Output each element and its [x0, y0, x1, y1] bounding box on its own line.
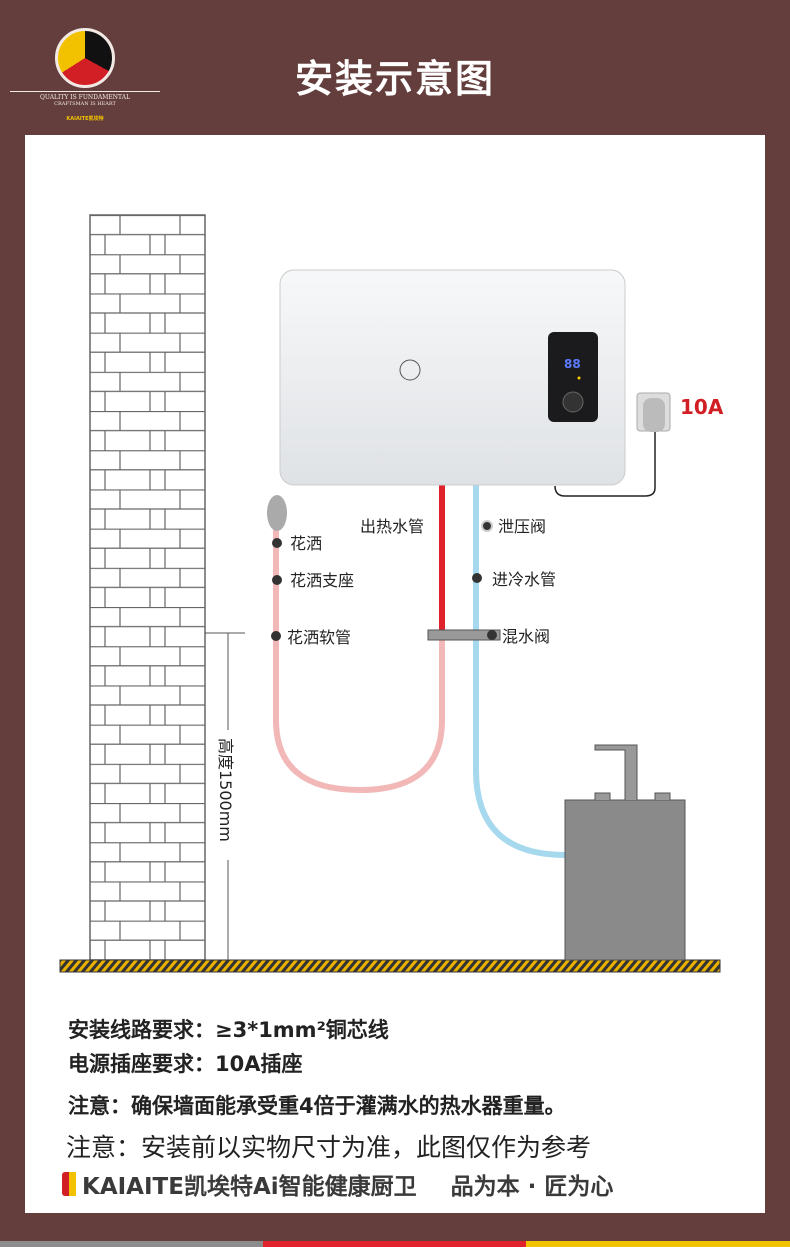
- page-title: 安装示意图: [294, 57, 495, 101]
- footer-brand: KAIAITE凯埃特Ai智能健康厨卫 品为本 · 匠为心: [62, 1167, 613, 1201]
- floor: [59, 959, 721, 973]
- power-plug: [643, 398, 665, 432]
- label-hot-outlet: 出热水管: [360, 517, 424, 536]
- logo-tagline-2: CRAFTSMAN IS HEART: [54, 101, 116, 107]
- heater-logo-icon: [399, 359, 421, 381]
- footer-bar-red: [263, 1241, 526, 1247]
- dot-mixing-valve: [487, 630, 497, 640]
- height-marker: [205, 632, 245, 960]
- control-panel: [548, 332, 598, 422]
- footer-bar-gray: [0, 1241, 263, 1247]
- socket-requirement: 电源插座要求：10A插座: [68, 1052, 303, 1076]
- shower-head: [267, 495, 287, 531]
- footer-bar-yellow: [526, 1241, 790, 1247]
- label-shower-holder: 花洒支座: [290, 571, 354, 590]
- logo-brand: KAIAITE凯埃特: [66, 116, 104, 122]
- dot-shower-head: [272, 538, 282, 548]
- dot-shower-holder: [272, 575, 282, 585]
- wall-load-note: 注意：确保墙面能承受重4倍于灌满水的热水器重量。: [68, 1094, 566, 1118]
- faucet: [594, 744, 671, 800]
- plug-rating: 10A: [680, 395, 724, 419]
- brand-slogan: 品为本 · 匠为心: [450, 1174, 614, 1200]
- dot-shower-hose: [271, 631, 281, 641]
- brand-name: KAIAITE凯埃特Ai智能健康厨卫: [82, 1174, 417, 1200]
- cold-water-pipe: [473, 485, 566, 858]
- logo-tagline-1: QUALITY IS FUNDAMENTAL: [10, 91, 160, 101]
- label-shower-head: 花洒: [290, 534, 322, 553]
- shower-hose: [273, 530, 445, 794]
- logo-seal-icon: [55, 28, 115, 88]
- label-cold-inlet: 进冷水管: [492, 570, 556, 589]
- water-heater: [279, 269, 626, 486]
- control-knob[interactable]: [562, 391, 584, 413]
- brick-wall: [89, 214, 206, 961]
- power-cord: [554, 432, 656, 497]
- reference-note: 注意：安装前以实物尺寸为准，此图仅作为参考: [66, 1133, 592, 1162]
- label-relief-valve: 泄压阀: [498, 517, 546, 536]
- temperature-display: 88: [564, 357, 581, 371]
- dot-cold-inlet: [472, 573, 482, 583]
- label-shower-hose: 花洒软管: [287, 628, 351, 647]
- label-mixing-valve: 混水阀: [502, 627, 550, 646]
- sink-cabinet: [564, 799, 686, 961]
- height-label: 高度1500mm: [216, 738, 235, 842]
- power-led-icon: [577, 376, 581, 380]
- brand-mark-icon: [62, 1172, 76, 1196]
- mixing-valve: [427, 629, 501, 641]
- dot-relief-valve: [481, 520, 493, 532]
- wiring-requirement: 安装线路要求：≥3*1mm²铜芯线: [68, 1018, 389, 1042]
- brand-logo: QUALITY IS FUNDAMENTAL CRAFTSMAN IS HEAR…: [10, 28, 160, 122]
